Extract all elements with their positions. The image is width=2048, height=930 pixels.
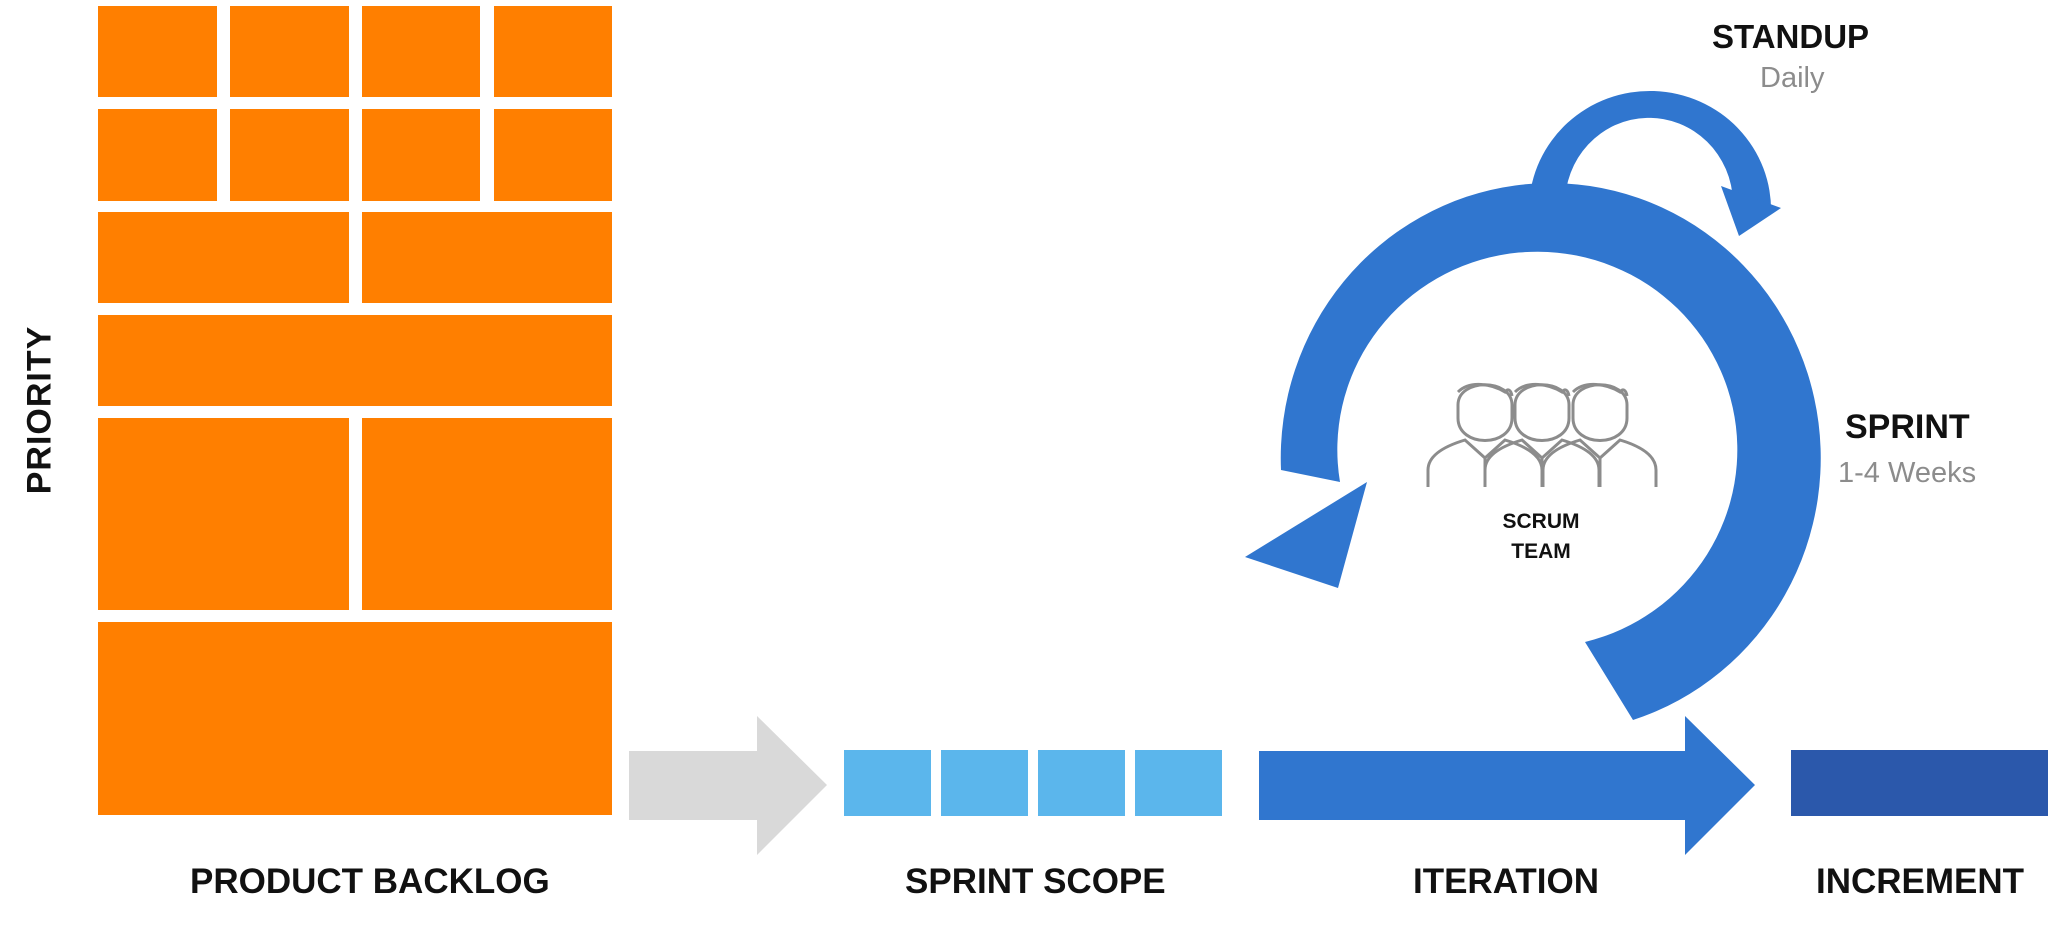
backlog-item (230, 6, 349, 97)
increment-bar (1791, 750, 2048, 816)
increment-label: INCREMENT (1815, 862, 2025, 901)
team-label-line1: SCRUM (1502, 510, 1580, 533)
backlog-item (494, 6, 612, 97)
sprint-duration: 1-4 Weeks (1838, 457, 1977, 489)
scrum-team-label: SCRUM TEAM (1481, 507, 1601, 567)
backlog-item (98, 212, 349, 303)
backlog-item (230, 109, 349, 201)
backlog-item (362, 109, 480, 201)
backlog-item (98, 109, 217, 201)
backlog-item (362, 418, 612, 610)
standup-loop-icon (1529, 90, 1781, 236)
standup-label: STANDUP (1712, 18, 1870, 55)
backlog-item (98, 418, 349, 610)
sprint-label: SPRINT (1845, 408, 1970, 446)
sprint-scope-item (1135, 750, 1222, 816)
sprint-cycle-icon (1245, 183, 1821, 721)
sprint-scope-item (844, 750, 931, 816)
backlog-item (362, 6, 480, 97)
backlog-arrow-icon (629, 716, 827, 855)
backlog-item (494, 109, 612, 201)
sprint-scope-item (1038, 750, 1125, 816)
backlog-item (98, 6, 217, 97)
backlog-item (98, 315, 612, 406)
sprint-scope-label: SPRINT SCOPE (905, 862, 1166, 901)
team-label-line2: TEAM (1511, 540, 1571, 563)
product-backlog-label: PRODUCT BACKLOG (190, 862, 550, 901)
sprint-scope-item (941, 750, 1028, 816)
scrum-team-icon (1426, 383, 1658, 487)
backlog-item (98, 622, 612, 815)
iteration-label: ITERATION (1412, 862, 1599, 901)
standup-frequency: Daily (1760, 62, 1825, 94)
iteration-arrow-icon (1259, 716, 1755, 855)
backlog-item (362, 212, 612, 303)
priority-label: PRIORITY (20, 325, 59, 495)
